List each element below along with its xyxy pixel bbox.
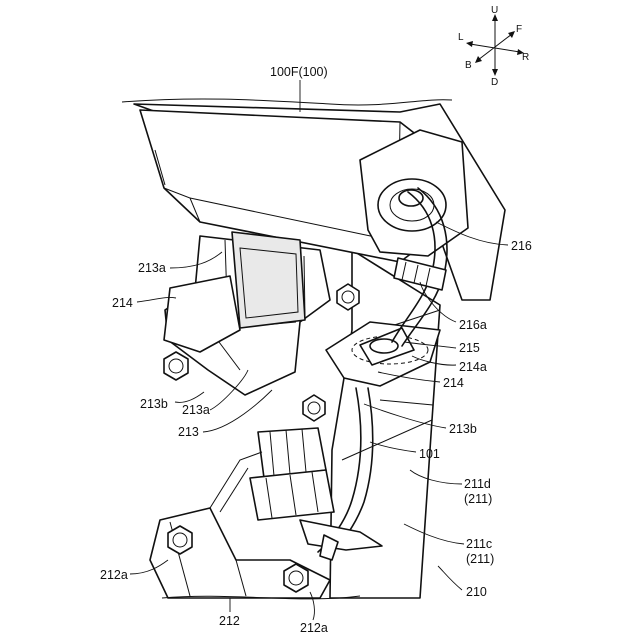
direction-compass: U D L R F B — [458, 5, 529, 88]
label-216: 216 — [511, 239, 532, 253]
compass-front: F — [516, 24, 522, 35]
label-213b-right: 213b — [449, 422, 477, 436]
label-214-left: 214 — [112, 296, 133, 310]
bolt-center-lower — [303, 395, 325, 421]
label-213a-mid: 213a — [182, 403, 210, 417]
compass-down: D — [491, 77, 498, 88]
label-211d-sub: (211) — [464, 492, 492, 506]
label-216a: 216a — [459, 318, 487, 332]
bolt-left-upper — [164, 352, 188, 380]
label-212: 212 — [219, 614, 240, 628]
label-212a-bottom: 212a — [300, 621, 328, 635]
label-215: 215 — [459, 341, 480, 355]
label-211c: 211c — [466, 537, 492, 551]
label-211c-sub: (211) — [466, 552, 494, 566]
label-213a-top: 213a — [138, 261, 166, 275]
label-214-right: 214 — [443, 376, 464, 390]
label-100f: 100F(100) — [270, 65, 328, 79]
label-212a-left: 212a — [100, 568, 128, 582]
compass-left: L — [458, 32, 464, 43]
bolt-lower-right — [284, 564, 308, 592]
compass-up: U — [491, 5, 498, 16]
label-101: 101 — [419, 447, 440, 461]
label-213: 213 — [178, 425, 199, 439]
label-211d: 211d — [464, 477, 491, 491]
compass-back: B — [465, 60, 472, 71]
compass-right: R — [522, 52, 529, 63]
label-213b-left: 213b — [140, 397, 168, 411]
label-214a: 214a — [459, 360, 487, 374]
bolt-lower-left — [168, 526, 192, 554]
upper-housing — [140, 110, 468, 262]
label-210: 210 — [466, 585, 487, 599]
